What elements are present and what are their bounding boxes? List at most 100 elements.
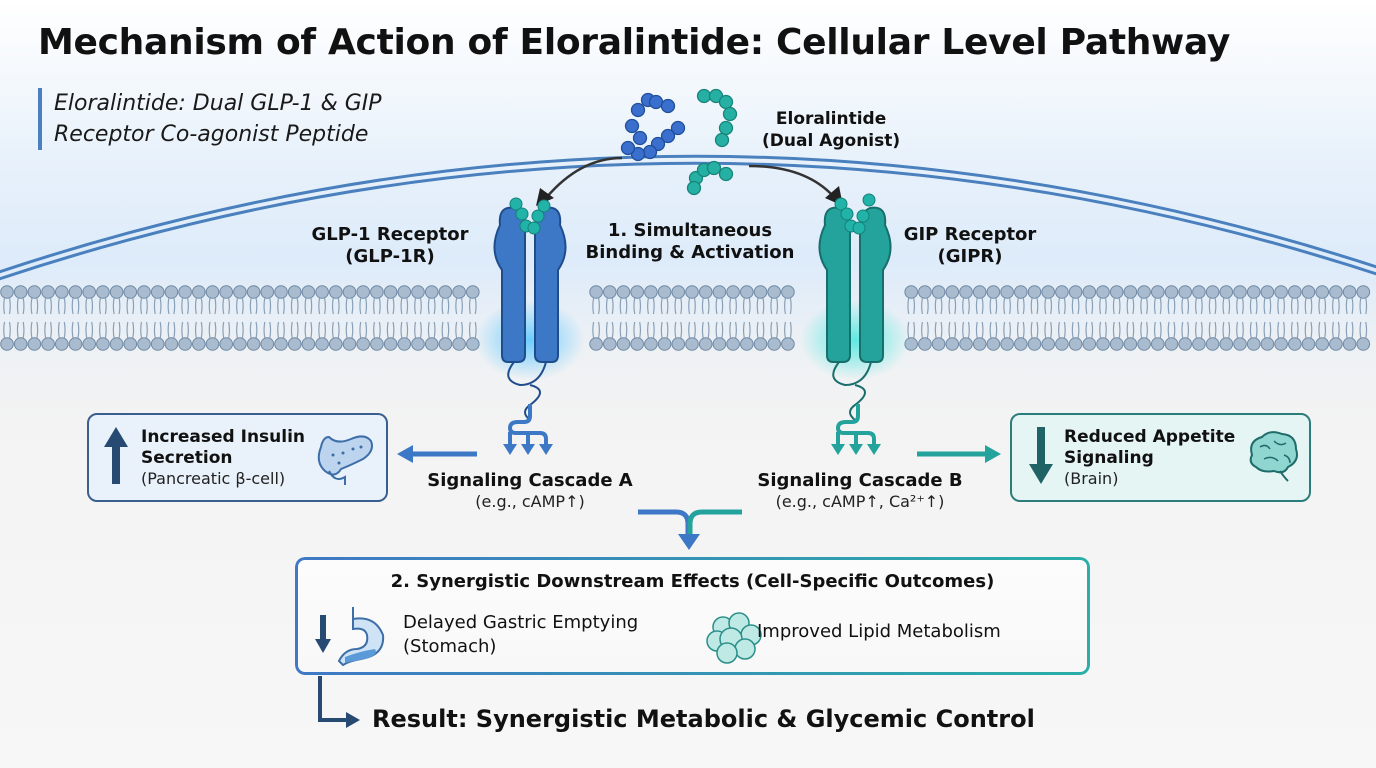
lipid-tail [1036,297,1039,315]
lipid-head [1027,337,1042,351]
lipid-tail [776,321,779,339]
lipid-head [0,337,14,351]
lipid-tail [1324,321,1327,339]
lipid-tail [639,321,642,339]
lipid-tail [1181,297,1184,315]
lipid-tail [331,321,334,339]
lipid-head [1288,285,1302,299]
lipid-tail [441,297,444,315]
insulin-title-line-2: Secretion [141,448,233,468]
lipid-tail [318,321,321,339]
lipid-tail [776,297,779,315]
lipid-tail [693,297,696,315]
lipid-tail [249,321,252,339]
lipid-tail [433,321,436,339]
effect-lipid: Improved Lipid Metabolism [757,621,1001,642]
lipid-tail [208,321,211,339]
lipid-tail [1167,321,1170,339]
lipid-tail [1036,321,1039,339]
lipid-tail [200,297,203,315]
lipid-tail [1236,321,1239,339]
lipid-head [301,337,316,351]
effect-gastric-detail: (Stomach) [403,636,497,657]
lipid-head [671,285,686,299]
cascade-b-name: Signaling Cascade B [757,470,963,491]
lipid-head [164,337,179,351]
lipid-tail [975,297,978,315]
lipid-tail [1255,297,1258,315]
lipid-tail [455,297,458,315]
lipid-tail [940,321,943,339]
lipid-head [1342,337,1357,351]
lipid-tail [1222,297,1225,315]
lipid-head [137,285,151,299]
lipid-head [945,285,960,299]
lipid-tail [373,321,375,339]
lipid-tail [715,321,718,339]
peptide-bead [718,120,734,136]
step1-line-1: 1. Simultaneous [607,220,773,241]
peptide-bead [648,94,664,110]
glp1-receptor-name: GLP-1 Receptor [311,224,469,245]
lipid-head [630,337,645,351]
lipid-tail [187,321,189,339]
lipid-tail [324,297,326,315]
peptide-bead [696,88,712,104]
lipid-tail [639,297,642,315]
lipid-tail [1332,297,1334,315]
lipid-tail [1003,297,1006,315]
lipid-tail [441,321,444,339]
lipid-tail [1146,321,1148,339]
lipid-head [192,337,206,351]
lipid-head [603,337,617,351]
lipid-tail [263,321,266,339]
lipid-tail [181,321,184,339]
lipid-head [1096,337,1110,351]
lipid-tail [296,297,299,315]
lipid-tail [153,297,156,315]
stomach-icon [337,607,385,667]
lipid-tail [222,321,225,339]
lipid-head [150,337,165,351]
lipid-head [1233,285,1247,299]
lipid-head [452,337,466,351]
lipid-tail [447,297,450,315]
lipid-tail [1140,297,1143,315]
lipid-head [1082,285,1097,299]
cascade-b-icon [831,404,881,455]
peptide-bead [714,132,730,148]
lipid-tail [194,297,197,315]
lipid-tail [318,297,321,315]
lipid-tail [592,297,595,315]
lipid-tail [112,321,115,339]
lipid-head [1356,285,1371,299]
lipid-tail [324,321,326,339]
lipid-tail [1077,297,1080,315]
lipid-head [931,285,946,299]
lipid-tail [1091,321,1094,339]
lipid-tail [228,321,231,339]
lipid-tail [1071,297,1074,315]
lipid-tail [1269,321,1272,339]
lipid-tail [132,297,135,315]
lipid-tail [1022,297,1025,315]
lipid-head [27,285,42,299]
lipid-tail [36,321,39,339]
lipid-tail [63,297,66,315]
lipid-head [41,285,55,299]
lipid-tail [22,297,25,315]
lipid-tail [680,297,683,315]
lipid-tail [981,321,984,339]
lipid-tail [1153,297,1156,315]
lipid-tail [1140,321,1143,339]
lipid-head [1205,337,1220,351]
lipid-tail [1214,321,1217,339]
lipid-tail [1249,321,1252,339]
lipid-tail [104,321,107,339]
lipid-tail [748,297,751,315]
lipid-tail [666,297,669,315]
lipid-tail [290,297,293,315]
lipid-tail [351,321,354,339]
lipid-tail [145,321,148,339]
lipid-tail [3,297,6,315]
